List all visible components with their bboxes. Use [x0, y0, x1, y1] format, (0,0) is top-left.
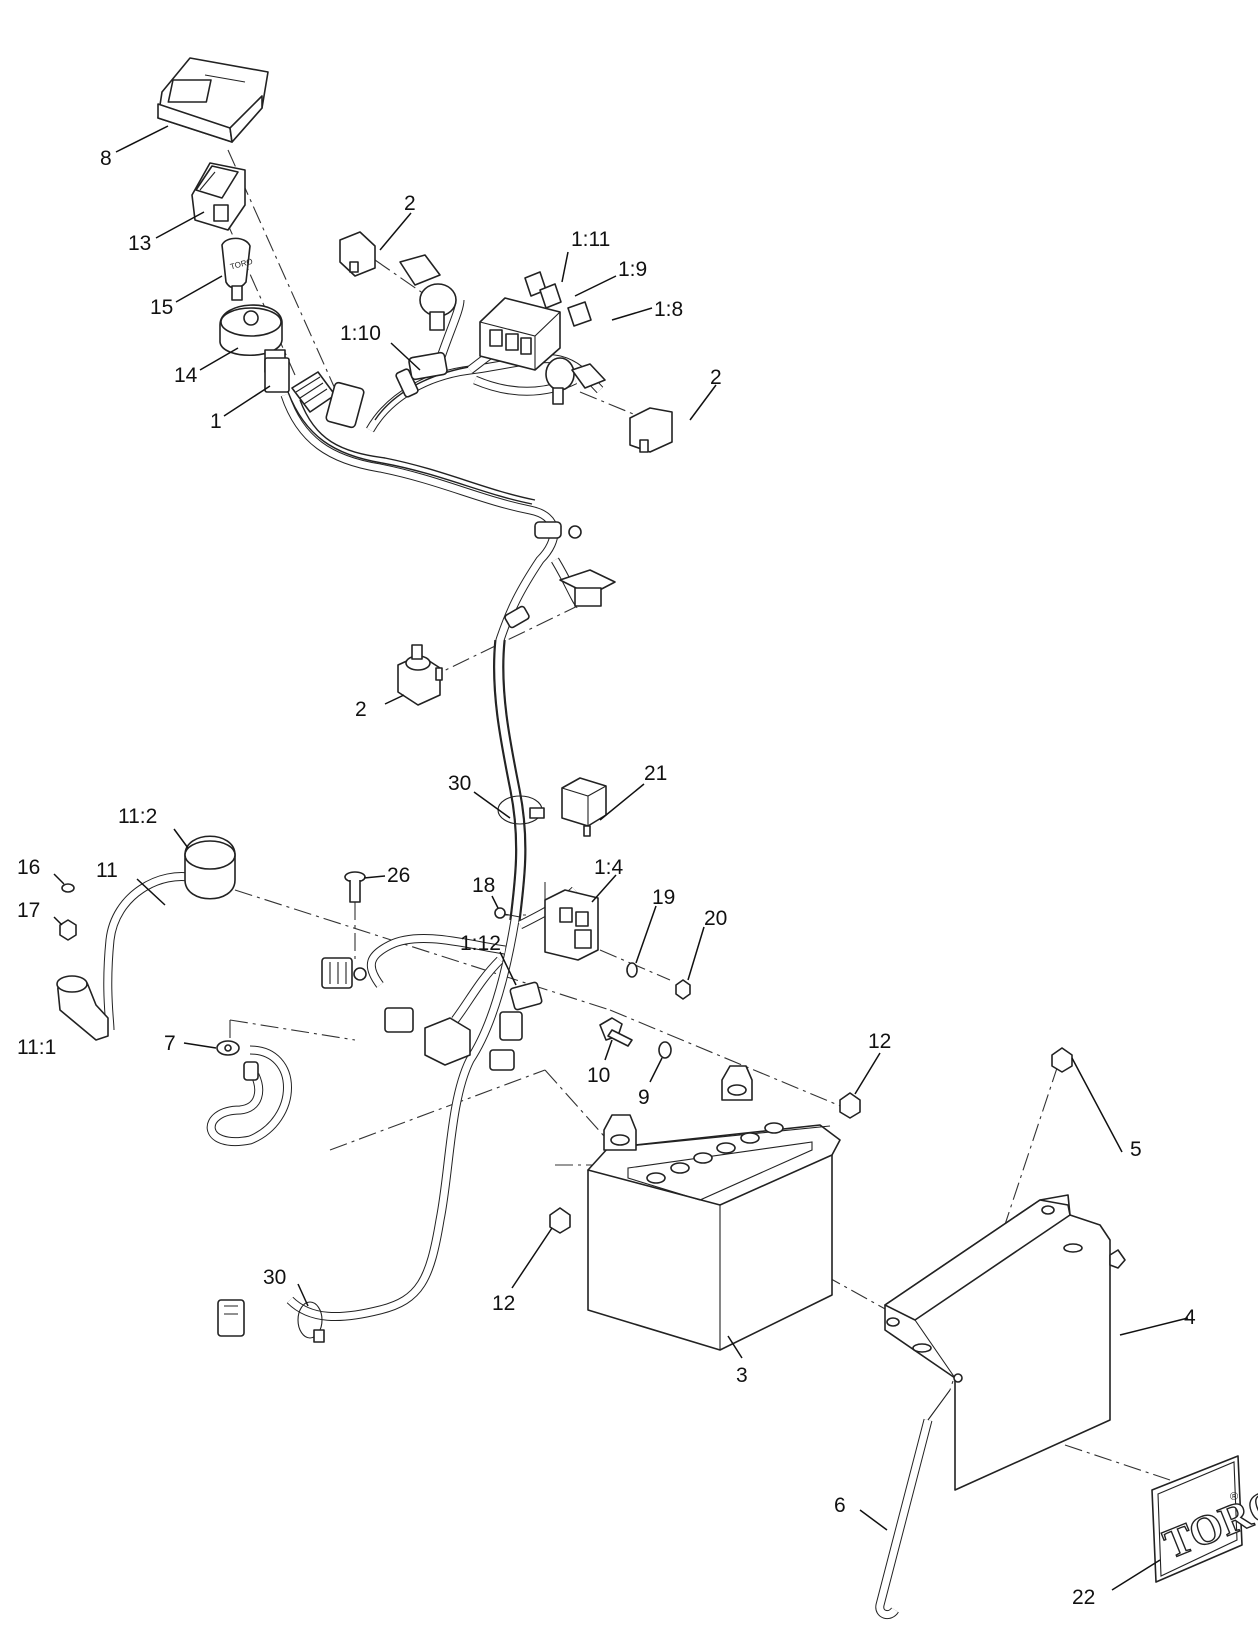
seat-switch-top — [339, 231, 457, 331]
callout-16: 16 — [17, 856, 40, 879]
seat-switch-right — [545, 357, 673, 453]
nut-5 — [1051, 1047, 1073, 1073]
callout-6: 6 — [834, 1494, 846, 1517]
callout-15: 15 — [150, 296, 173, 319]
terminal-boot-11-1 — [56, 975, 109, 1041]
connector-1-12 — [489, 981, 543, 1071]
callout-11-2: 11:2 — [118, 805, 157, 828]
battery-cable-11 — [103, 835, 236, 1031]
cable-tie-lower — [217, 1299, 325, 1343]
callout-30-upper: 30 — [448, 772, 471, 795]
callout-1-11: 1:11 — [571, 228, 610, 251]
callout-12-lower: 12 — [492, 1292, 515, 1315]
callout-22: 22 — [1072, 1586, 1095, 1609]
bolt-10 — [599, 1017, 633, 1047]
callout-19: 19 — [652, 886, 675, 909]
callout-11: 11 — [96, 859, 118, 882]
callout-21: 21 — [644, 762, 667, 785]
registered-mark: ® — [1230, 1491, 1238, 1503]
callout-3: 3 — [736, 1364, 748, 1387]
relay — [561, 777, 607, 837]
callout-2-right: 2 — [710, 366, 722, 389]
callout-1-4: 1:4 — [594, 856, 624, 879]
washer-19 — [626, 962, 638, 978]
connector-cluster-lower — [321, 957, 471, 1066]
callout-20: 20 — [704, 907, 727, 930]
screw-18 — [494, 907, 521, 919]
callout-12-upper: 12 — [868, 1030, 891, 1053]
callout-18: 18 — [472, 874, 495, 897]
nut-17 — [59, 919, 77, 941]
callout-1-9: 1:9 — [618, 258, 647, 281]
callout-13: 13 — [128, 232, 151, 255]
main-wire-harness — [280, 299, 604, 1322]
callout-1-12: 1:12 — [460, 932, 501, 955]
nut-12-upper — [839, 1092, 861, 1119]
nut-12-lower — [549, 1207, 571, 1234]
rocker-switch — [191, 162, 246, 231]
callout-1: 1 — [210, 410, 222, 433]
callout-10: 10 — [587, 1064, 610, 1087]
callout-11-1: 11:1 — [17, 1036, 56, 1059]
battery — [587, 1065, 841, 1351]
relay-socket — [544, 889, 599, 961]
callout-8: 8 — [100, 147, 112, 170]
callout-4: 4 — [1184, 1306, 1196, 1329]
connector-1-10 — [408, 351, 448, 381]
callout-30-lower: 30 — [263, 1266, 286, 1289]
bolt-26 — [344, 871, 366, 903]
callout-17: 17 — [17, 899, 40, 922]
j-bolt — [875, 1389, 951, 1620]
harness-connector-cluster — [264, 357, 365, 429]
battery-bracket — [884, 1194, 1126, 1491]
connector-mid-right — [559, 569, 616, 607]
ignition-key: TORO — [221, 237, 254, 301]
callout-5: 5 — [1130, 1138, 1142, 1161]
callout-2-mid: 2 — [355, 698, 367, 721]
callout-7: 7 — [164, 1032, 176, 1055]
washer-9 — [658, 1041, 672, 1059]
callout-26: 26 — [387, 864, 410, 887]
callout-14: 14 — [174, 364, 198, 387]
hour-meter — [157, 57, 269, 143]
callout-labels: 8 13 15 14 1 2 1:11 1:9 1:8 1:10 2 2 21 … — [17, 147, 1196, 1609]
nut-20 — [675, 979, 691, 1000]
callout-1-8: 1:8 — [654, 298, 683, 321]
callout-1-10: 1:10 — [340, 322, 381, 345]
fuse-block — [479, 271, 592, 371]
seat-switch-mid — [397, 644, 443, 706]
leader-lines — [53, 125, 1189, 1591]
washer-16 — [61, 883, 75, 893]
toro-decal: TORO ® — [1151, 1455, 1258, 1583]
callout-2-top: 2 — [404, 192, 416, 215]
callout-9: 9 — [638, 1086, 650, 1109]
ground-cable-7 — [206, 1040, 292, 1147]
